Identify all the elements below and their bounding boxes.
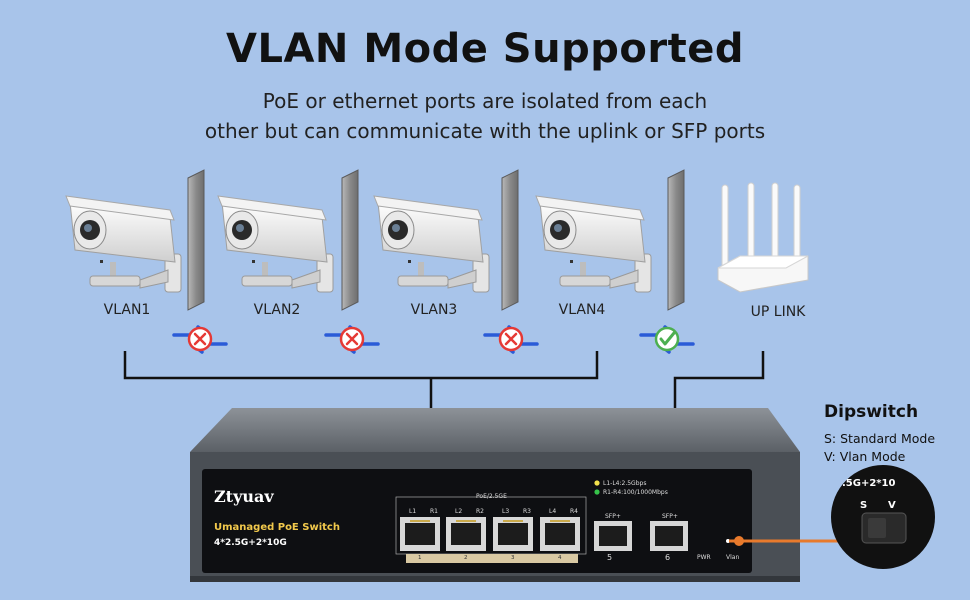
port-led-label: R2 — [476, 508, 484, 515]
dipswitch-vlan: V: Vlan Mode — [824, 449, 906, 464]
poe-label: PoE/2.5GE — [476, 493, 507, 500]
dipswitch-legend: Dipswitch S: Standard Mode V: Vlan Mode — [824, 402, 935, 466]
port-number: 3 — [511, 555, 515, 561]
subtitle-line-1: PoE or ethernet ports are isolated from … — [262, 89, 708, 113]
port-number: 2 — [464, 555, 468, 561]
allowed-icon — [639, 325, 695, 354]
dipswitch-v: V — [888, 500, 896, 511]
switch-spec: 4*2.5G+2*10G — [214, 538, 287, 548]
firewall-wall — [667, 169, 685, 311]
speed-legend-1: L1-L4:2.5Gbps — [603, 480, 647, 487]
sfp-port-5: 5 — [607, 553, 613, 562]
router-icon — [717, 182, 809, 293]
device-label: VLAN3 — [410, 302, 458, 318]
port-number: 4 — [558, 555, 562, 561]
firewall-wall — [187, 169, 205, 311]
blocked-icon — [172, 325, 228, 354]
port-led-label: R4 — [570, 508, 578, 515]
dipswitch-knob — [831, 465, 935, 569]
port-led-label: R1 — [430, 508, 438, 515]
firewall-wall — [341, 169, 359, 311]
page-title: VLAN Mode Supported — [226, 26, 744, 72]
camera-icon — [65, 195, 182, 293]
switch-brand: Ztyuav — [214, 487, 274, 506]
pwr-label: PWR — [697, 554, 711, 561]
port-led-label: L1 — [409, 508, 417, 515]
port-led-label: L3 — [502, 508, 510, 515]
device-label: VLAN4 — [558, 302, 606, 318]
device-label: UP LINK — [750, 304, 806, 320]
subtitle-line-2: other but can communicate with the uplin… — [204, 119, 766, 143]
port-number: 1 — [418, 555, 422, 561]
sfp-label: SFP+ — [605, 513, 621, 520]
camera-icon — [535, 195, 652, 293]
switch-model: Umanaged PoE Switch — [214, 522, 340, 533]
blocked-icon — [324, 325, 380, 354]
port-led-label: L4 — [549, 508, 557, 515]
firewall-wall — [501, 169, 519, 311]
blocked-icon — [483, 325, 539, 354]
speed-legend-2: R1-R4:100/1000Mbps — [603, 489, 668, 496]
dipswitch-title: Dipswitch — [824, 402, 919, 422]
dipswitch-s: S — [860, 500, 868, 511]
device-label: VLAN2 — [253, 302, 301, 318]
poe-switch — [190, 408, 840, 582]
camera-icon — [373, 195, 490, 293]
dipswitch-knob-text: .5G+2*10 — [842, 478, 896, 489]
sfp-port-6: 6 — [665, 553, 671, 562]
port-led-label: R3 — [523, 508, 531, 515]
port-led-label: L2 — [455, 508, 463, 515]
device-label: VLAN1 — [103, 302, 151, 318]
vlan-label: Vlan — [726, 554, 740, 561]
dipswitch-standard: S: Standard Mode — [824, 431, 936, 446]
sfp-label: SFP+ — [662, 513, 678, 520]
camera-icon — [217, 195, 334, 293]
